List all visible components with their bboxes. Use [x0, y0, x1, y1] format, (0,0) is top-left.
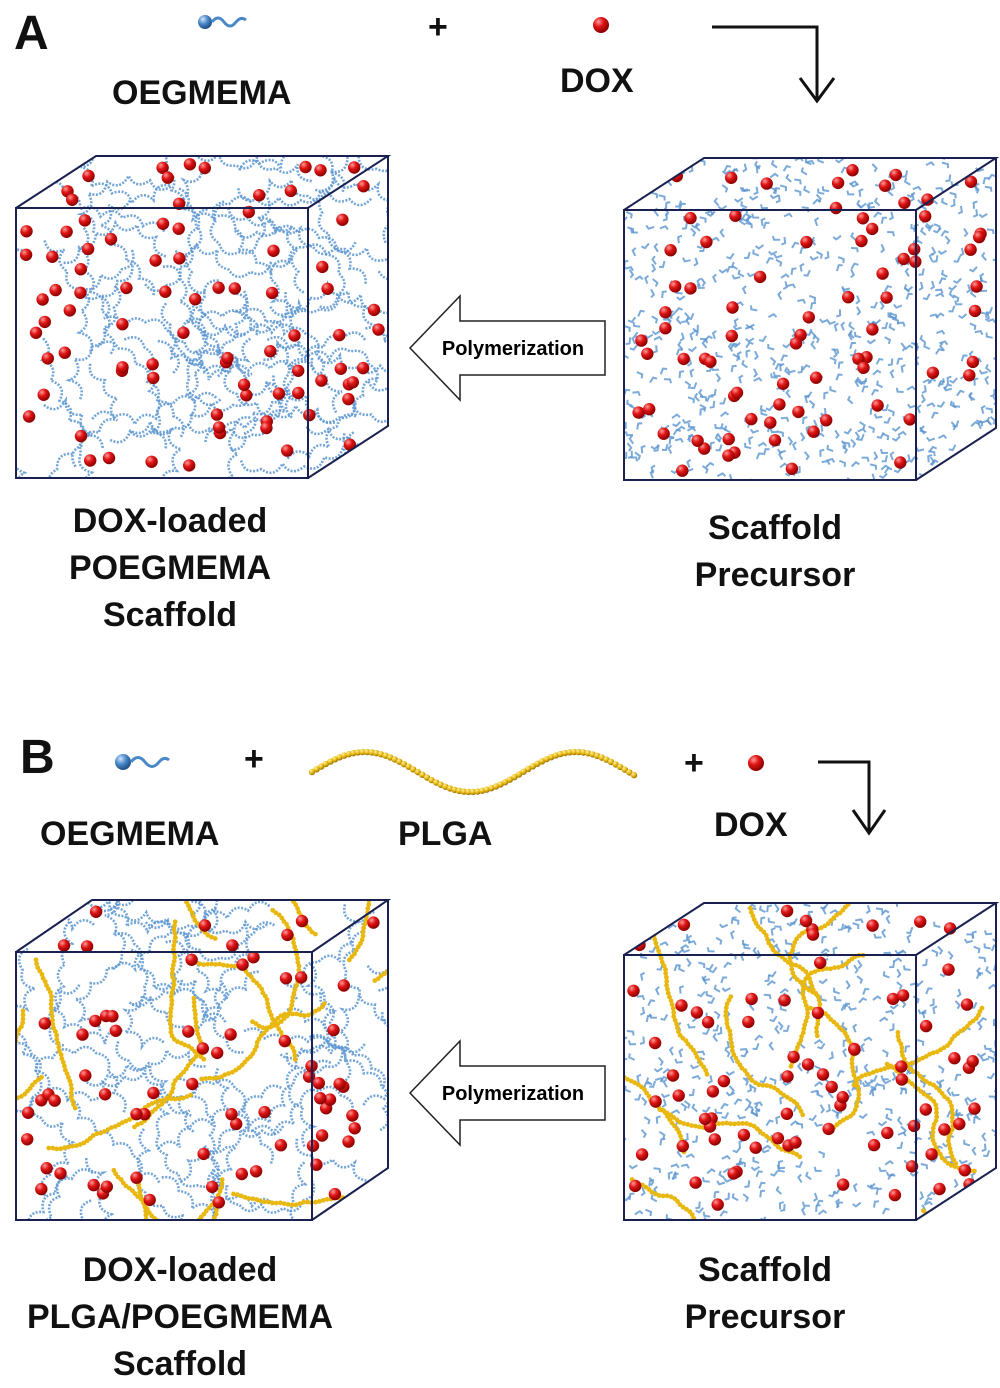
panel-b-product-line-3: Scaffold	[112, 1345, 248, 1383]
panel-a-product-line-1: DOX-loaded	[72, 502, 268, 540]
panel-a-precursor-label: Scaffold Precursor	[660, 505, 890, 599]
panel-b-product-label: DOX-loaded PLGA/POEGMEMA Scaffold	[0, 1247, 360, 1388]
polymerization-label: Polymerization	[442, 1083, 584, 1105]
panel-b-precursor-label: Scaffold Precursor	[650, 1247, 880, 1341]
poegmema-scaffold-cube	[15, 155, 392, 479]
flow-arrow-down-icon	[712, 25, 836, 104]
panel-a-precursor-line-2: Precursor	[694, 556, 856, 594]
panel-b-precursor-line-2: Precursor	[684, 1298, 846, 1336]
panel-a-letter: A	[14, 7, 49, 60]
polymerization-arrow-icon: Polymerization	[408, 1039, 606, 1147]
panel-b-monomer-label: OEGMEMA	[40, 815, 220, 853]
polymerization-arrow-icon: Polymerization	[408, 294, 606, 402]
panel-b-plga-label: PLGA	[398, 815, 493, 853]
scaffold-precursor-cube	[623, 902, 1000, 1221]
flow-arrow-down-icon	[818, 760, 887, 836]
oegmema-monomer-icon	[198, 15, 247, 29]
panel-a-product-label: DOX-loaded POEGMEMA Scaffold	[40, 498, 300, 639]
panel-b-letter: B	[20, 731, 55, 784]
plga-chain-icon	[308, 748, 638, 796]
panel-b-product-line-1: DOX-loaded	[82, 1251, 278, 1289]
panel-b-dox-label: DOX	[714, 806, 788, 844]
panel-a-dox-label: DOX	[560, 62, 634, 100]
panel-b-product-line-2: PLGA/POEGMEMA	[26, 1298, 334, 1336]
panel-a-product-line-2: POEGMEMA	[68, 549, 272, 587]
panel-b-plus-2: +	[684, 744, 704, 782]
panel-b-precursor-line-1: Scaffold	[697, 1251, 833, 1289]
dox-molecule-icon	[593, 17, 609, 33]
panel-b-plus-1: +	[244, 740, 264, 778]
panel-a-precursor-line-1: Scaffold	[707, 509, 843, 547]
scaffold-precursor-cube	[623, 157, 1000, 481]
panel-a-product-line-3: Scaffold	[102, 596, 238, 634]
dox-molecule-icon	[748, 755, 764, 771]
oegmema-monomer-icon	[115, 754, 170, 770]
panel-a-plus: +	[428, 8, 448, 46]
panel-a-monomer-label: OEGMEMA	[112, 74, 292, 112]
polymerization-label: Polymerization	[442, 338, 584, 360]
plga-poegmema-scaffold-cube	[15, 899, 392, 1221]
